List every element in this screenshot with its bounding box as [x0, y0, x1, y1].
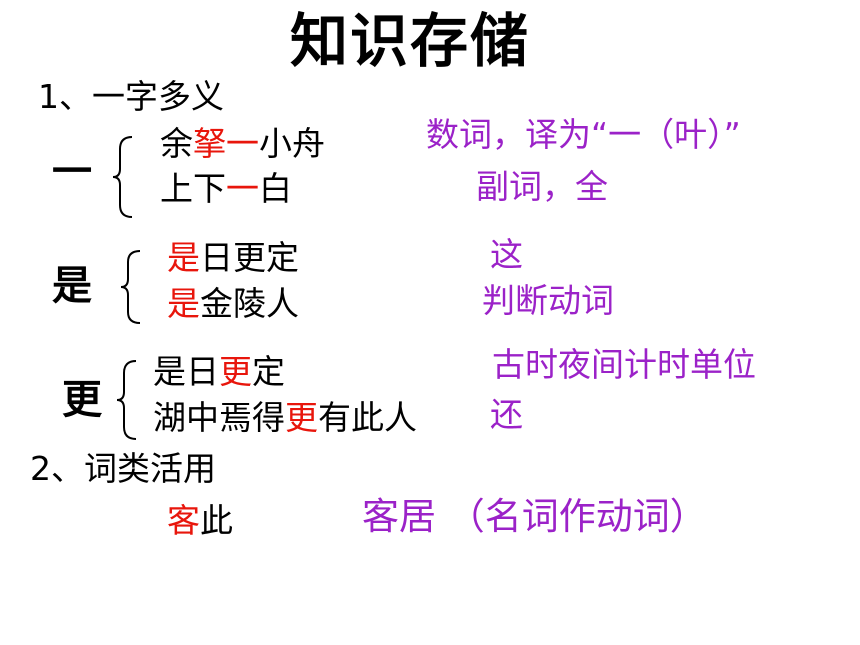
section-heading-word-class: 2、词类活用 — [30, 449, 216, 488]
gloss-text: 判断动词 — [482, 281, 614, 320]
example-text: 此 — [200, 501, 233, 540]
highlighted-word: 一 — [226, 169, 259, 208]
example-text: 白 — [259, 169, 292, 208]
example-line: 客此 — [167, 504, 233, 537]
example-text: 金陵人 — [200, 284, 299, 323]
example-text: 有此人 — [318, 398, 417, 437]
example-text: 湖中焉得 — [153, 398, 285, 437]
section-heading-polysemy: 1、一字多义 — [38, 77, 224, 116]
highlighted-word: 是 — [167, 238, 200, 277]
group-char-geng: 更 — [62, 377, 102, 423]
example-text: 小舟 — [259, 124, 325, 163]
brace-icon — [120, 250, 141, 324]
gloss-text: 数词，译为“一（叶）” — [426, 115, 741, 154]
example-line: 余拏一小舟 — [160, 127, 325, 160]
group-char-shi: 是 — [52, 263, 92, 309]
example-text: 余 — [160, 124, 193, 163]
example-text: 上下 — [160, 169, 226, 208]
page-title: 知识存储 — [290, 7, 531, 75]
highlighted-word: 拏一 — [193, 124, 259, 163]
example-line: 上下一白 — [160, 172, 292, 205]
example-text: 日更定 — [200, 238, 299, 277]
gloss-text: 古时夜间计时单位 — [492, 345, 756, 384]
highlighted-word: 客 — [167, 501, 200, 540]
gloss-text: 副词，全 — [476, 167, 608, 206]
example-line: 湖中焉得更有此人 — [153, 401, 417, 434]
example-line: 是日更定 — [153, 355, 285, 388]
example-line: 是日更定 — [167, 241, 299, 274]
gloss-text: 这 — [490, 235, 523, 274]
highlighted-word: 更 — [219, 352, 252, 391]
gloss-text: 客居 （名词作动词） — [362, 495, 707, 538]
highlighted-word: 是 — [167, 284, 200, 323]
brace-icon — [116, 360, 137, 440]
group-char-yi: 一 — [52, 149, 92, 195]
example-text: 是日 — [153, 352, 219, 391]
highlighted-word: 更 — [285, 398, 318, 437]
example-text: 定 — [252, 352, 285, 391]
example-line: 是金陵人 — [167, 287, 299, 320]
gloss-text: 还 — [490, 395, 523, 434]
brace-icon — [112, 136, 133, 218]
